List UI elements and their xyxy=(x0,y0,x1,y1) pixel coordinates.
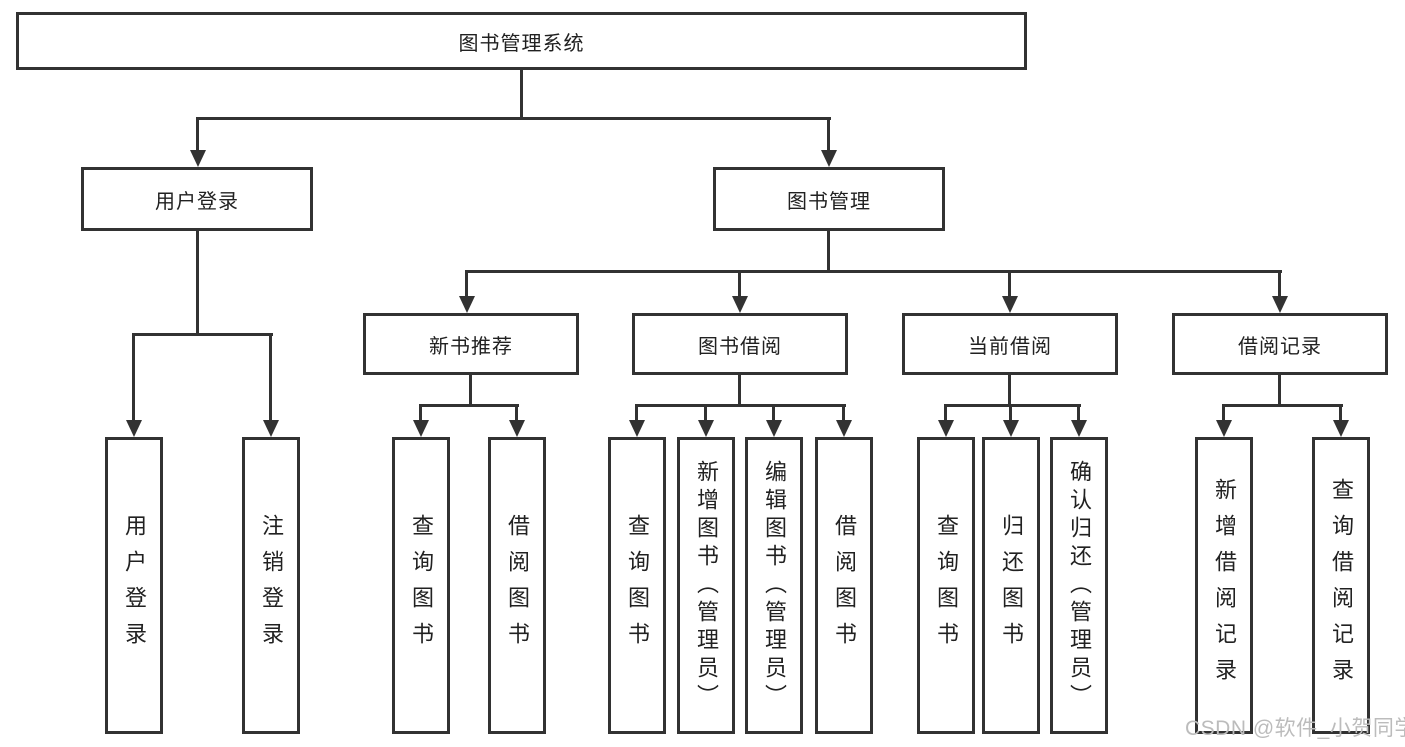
leaf-user-login: 用户登录 xyxy=(105,437,163,734)
connector-line xyxy=(738,375,741,406)
node-label: 当前借阅 xyxy=(968,335,1052,358)
connector-line xyxy=(465,270,468,298)
node-new-book-recommend: 新书推荐 xyxy=(363,313,579,375)
connector-line xyxy=(635,404,638,422)
arrow-down-icon xyxy=(459,296,475,313)
node-label: 图书借阅 xyxy=(698,335,782,358)
leaf-query-borrow-record: 查询借阅记录 xyxy=(1312,437,1370,734)
node-label: 用户登录 xyxy=(155,190,239,213)
arrow-down-icon xyxy=(821,150,837,167)
connector-line xyxy=(1278,270,1281,298)
connector-line xyxy=(944,404,1081,407)
connector-line xyxy=(772,404,775,422)
arrow-down-icon xyxy=(938,420,954,437)
node-user-login: 用户登录 xyxy=(81,167,313,231)
arrow-down-icon xyxy=(509,420,525,437)
leaf-query-books-current: 查询图书 xyxy=(917,437,975,734)
arrow-down-icon xyxy=(1333,420,1349,437)
leaf-label: 编辑图书（管理员） xyxy=(762,459,787,712)
arrow-down-icon xyxy=(190,150,206,167)
leaf-add-borrow-record: 新增借阅记录 xyxy=(1195,437,1253,734)
leaf-borrow-books: 借阅图书 xyxy=(815,437,873,734)
arrow-down-icon xyxy=(126,420,142,437)
node-borrowing-records: 借阅记录 xyxy=(1172,313,1388,375)
connector-line xyxy=(469,375,472,406)
leaf-label: 注销登录 xyxy=(259,513,284,658)
csdn-watermark: CSDN @软件_小贺同学 xyxy=(1185,717,1405,740)
leaf-logout: 注销登录 xyxy=(242,437,300,734)
connector-line xyxy=(827,231,830,272)
connector-line xyxy=(1008,270,1011,298)
connector-line xyxy=(515,404,518,422)
leaf-borrow-books-recommend: 借阅图书 xyxy=(488,437,546,734)
connector-line xyxy=(704,404,707,422)
connector-line xyxy=(1222,404,1225,422)
connector-line xyxy=(1077,404,1080,422)
leaf-label: 借阅图书 xyxy=(505,513,530,658)
arrow-down-icon xyxy=(1216,420,1232,437)
leaf-label: 查询图书 xyxy=(934,513,959,658)
connector-line xyxy=(842,404,845,422)
node-label: 图书管理系统 xyxy=(458,32,585,55)
connector-line xyxy=(269,333,272,422)
arrow-down-icon xyxy=(1003,420,1019,437)
leaf-return-books: 归还图书 xyxy=(982,437,1040,734)
arrow-down-icon xyxy=(413,420,429,437)
node-library-management-system: 图书管理系统 xyxy=(16,12,1027,70)
leaf-label: 确认归还（管理员） xyxy=(1067,459,1092,712)
arrow-down-icon xyxy=(698,420,714,437)
connector-line xyxy=(132,333,273,336)
node-label: 图书管理 xyxy=(787,190,871,213)
node-book-management: 图书管理 xyxy=(713,167,945,231)
connector-line xyxy=(1009,404,1012,422)
node-label: 新书推荐 xyxy=(429,335,513,358)
connector-line xyxy=(132,333,135,422)
arrow-down-icon xyxy=(263,420,279,437)
leaf-label: 查询借阅记录 xyxy=(1329,477,1354,694)
arrow-down-icon xyxy=(836,420,852,437)
leaf-edit-books-admin: 编辑图书（管理员） xyxy=(745,437,803,734)
connector-line xyxy=(635,404,846,407)
leaf-confirm-return-admin: 确认归还（管理员） xyxy=(1050,437,1108,734)
connector-line xyxy=(419,404,519,407)
connector-line xyxy=(1222,404,1343,407)
node-current-borrowing: 当前借阅 xyxy=(902,313,1118,375)
leaf-query-books-recommend: 查询图书 xyxy=(392,437,450,734)
connector-line xyxy=(944,404,947,422)
connector-line xyxy=(1339,404,1342,422)
leaf-label: 归还图书 xyxy=(999,513,1024,658)
connector-line xyxy=(827,117,830,153)
leaf-label: 新增图书（管理员） xyxy=(694,459,719,712)
node-label: 借阅记录 xyxy=(1238,335,1322,358)
connector-line xyxy=(1008,375,1011,406)
leaf-add-books-admin: 新增图书（管理员） xyxy=(677,437,735,734)
connector-line xyxy=(196,231,199,335)
arrow-down-icon xyxy=(1002,296,1018,313)
connector-line xyxy=(466,270,1282,273)
arrow-down-icon xyxy=(1272,296,1288,313)
connector-line xyxy=(419,404,422,422)
connector-line xyxy=(196,117,831,120)
leaf-label: 查询图书 xyxy=(625,513,650,658)
leaf-label: 查询图书 xyxy=(409,513,434,658)
leaf-label: 新增借阅记录 xyxy=(1212,477,1237,694)
arrow-down-icon xyxy=(732,296,748,313)
arrow-down-icon xyxy=(1071,420,1087,437)
arrow-down-icon xyxy=(629,420,645,437)
leaf-label: 用户登录 xyxy=(122,513,147,658)
connector-line xyxy=(738,270,741,298)
leaf-query-books-borrowing: 查询图书 xyxy=(608,437,666,734)
connector-line xyxy=(1278,375,1281,406)
leaf-label: 借阅图书 xyxy=(832,513,857,658)
arrow-down-icon xyxy=(766,420,782,437)
node-book-borrowing: 图书借阅 xyxy=(632,313,848,375)
connector-line xyxy=(196,117,199,153)
connector-line xyxy=(520,70,523,118)
